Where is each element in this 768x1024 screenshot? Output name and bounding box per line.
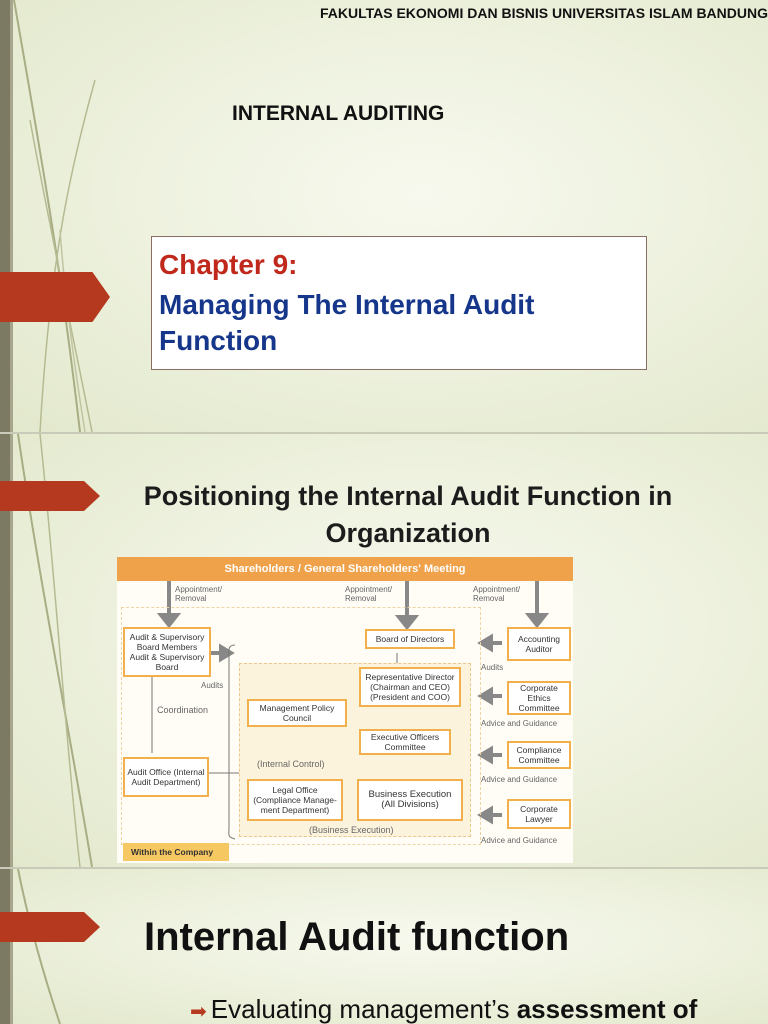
corporate-lawyer-box: Corporate Lawyer xyxy=(507,799,571,829)
slide-left-bar xyxy=(0,869,10,1024)
internal-control-label: (Internal Control) xyxy=(257,759,325,769)
corporate-ethics-box: Corporate Ethics Committee xyxy=(507,681,571,715)
business-execution-label: (Business Execution) xyxy=(309,825,394,835)
org-chart: Shareholders / General Shareholders' Mee… xyxy=(117,557,573,863)
appointment-label-2: Appointment/ Removal xyxy=(345,585,393,603)
red-arrow-marker xyxy=(0,272,110,322)
chapter-title: Managing The Internal Audit Function xyxy=(159,289,535,356)
company-frame xyxy=(121,607,481,845)
advice-label-3: Advice and Guidance xyxy=(481,836,558,845)
bullet-bold-text: assessment of xyxy=(516,994,698,1024)
arrow-bullet-icon: ➡ xyxy=(190,1001,207,1023)
bullet-item: ➡Evaluating management’s assessment of xyxy=(190,994,697,1024)
coordination-label: Coordination xyxy=(157,705,209,715)
bullet-text: Evaluating management’s xyxy=(210,994,517,1024)
within-company-tag: Within the Company xyxy=(123,843,229,861)
university-header: FAKULTAS EKONOMI DAN BISNIS UNIVERSITAS … xyxy=(319,5,768,21)
chapter-number: Chapter 9: xyxy=(159,249,298,280)
board-of-directors-box: Board of Directors xyxy=(365,629,455,649)
course-title: INTERNAL AUDITING xyxy=(232,102,445,125)
red-arrow-marker xyxy=(0,912,100,942)
slide-left-bar xyxy=(0,434,10,867)
appointment-label-1: Appointment/ Removal xyxy=(175,585,223,603)
slide-title: Internal Audit function xyxy=(144,915,570,959)
slide-1: FAKULTAS EKONOMI DAN BISNIS UNIVERSITAS … xyxy=(0,0,768,432)
slide-2: Positioning the Internal Audit Function … xyxy=(0,434,768,867)
decorative-stems xyxy=(13,0,96,432)
audits-label-left: Audits xyxy=(201,681,224,690)
decorative-stems xyxy=(17,869,61,1024)
accounting-auditor-box: Accounting Auditor xyxy=(507,627,571,661)
compliance-committee-box: Compliance Committee xyxy=(507,741,571,769)
shareholders-band: Shareholders / General Shareholders' Mee… xyxy=(117,557,573,581)
slide-left-bar-inner xyxy=(10,434,13,867)
chapter-box: Chapter 9: Managing The Internal Audit F… xyxy=(151,236,647,370)
management-policy-box: Management Policy Council xyxy=(247,699,347,727)
advice-label-2: Advice and Guidance xyxy=(481,775,558,784)
slide-divider xyxy=(0,867,768,869)
advice-label-1: Advice and Guidance xyxy=(481,719,558,728)
executive-officers-box: Executive Officers Committee xyxy=(359,729,451,755)
legal-office-box: Legal Office (Compliance Manage-ment Dep… xyxy=(247,779,343,821)
slide-3: Internal Audit function ➡Evaluating mana… xyxy=(0,869,768,1024)
slide-title: Positioning the Internal Audit Function … xyxy=(143,481,673,548)
slide-left-bar-inner xyxy=(10,869,13,1024)
slide-divider xyxy=(0,432,768,434)
appointment-label-3: Appointment/ Removal xyxy=(473,585,521,603)
audit-office-box: Audit Office (Internal Audit Department) xyxy=(123,757,209,797)
representative-director-box: Representative Director (Chairman and CE… xyxy=(359,667,461,707)
audits-label-right: Audits xyxy=(481,663,504,672)
slide-left-bar-inner xyxy=(10,0,13,432)
business-execution-box: Business Execution (All Divisions) xyxy=(357,779,463,821)
red-arrow-marker xyxy=(0,481,100,511)
slide-left-bar xyxy=(0,0,10,432)
audit-board-box: Audit & Supervisory Board Members Audit … xyxy=(123,627,211,677)
